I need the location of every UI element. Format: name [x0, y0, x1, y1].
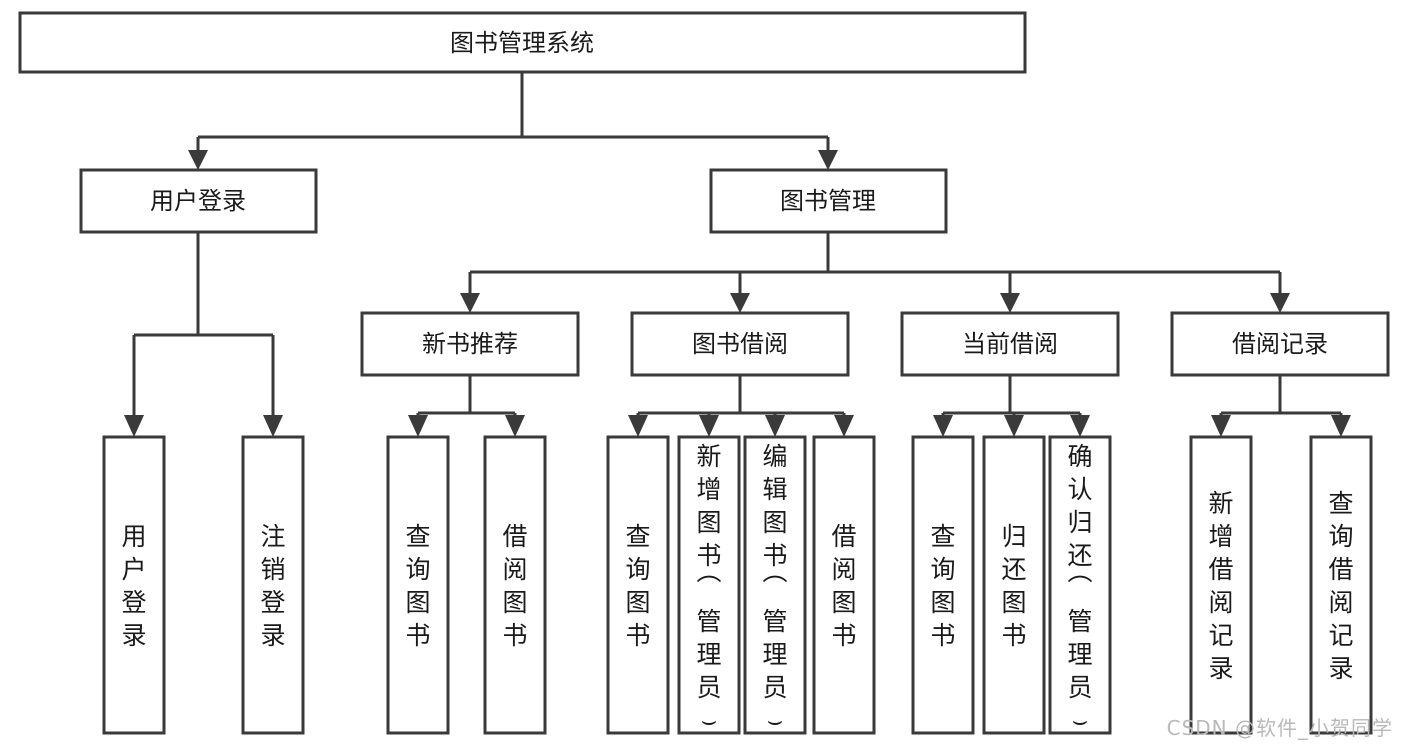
leaf-label: 查询借阅记录 [1328, 489, 1353, 683]
arrowhead-br-c2 [1331, 415, 1351, 437]
user-login-box[interactable] [79, 168, 318, 234]
leaf-node[interactable]: 归还图书 [982, 435, 1046, 735]
root-label: 图书管理系统 [450, 29, 594, 57]
arrowhead-bb-c1 [628, 415, 648, 437]
arrowhead-bb-c2 [699, 415, 719, 437]
leaf-node[interactable]: 查询图书 [386, 435, 450, 735]
arrowhead-leaf-user-login [124, 415, 144, 437]
leaf-box[interactable] [812, 435, 876, 735]
current-borrow-label: 当前借阅 [962, 330, 1058, 358]
arrowhead-cb-c3 [1070, 415, 1090, 437]
borrow-record-box[interactable] [1170, 311, 1390, 377]
leaf-box[interactable] [483, 435, 547, 735]
node-book-management[interactable]: 图书管理 [709, 168, 948, 234]
arrowhead-current-borrow [1000, 293, 1020, 313]
node-new-book-recommend[interactable]: 新书推荐 [360, 311, 580, 377]
leaf-node[interactable]: 借阅图书 [483, 435, 547, 735]
leaf-box[interactable] [982, 435, 1046, 735]
leaf-label: 查询图书 [930, 522, 955, 650]
leaf-label: 确认归还⌒管理员⌣ [1067, 442, 1092, 735]
arrowhead-nb-c2 [505, 415, 525, 437]
leaf-label: 查询图书 [405, 522, 430, 650]
leaf-node[interactable]: 新增借阅记录 [1189, 435, 1253, 735]
book-borrow-label: 图书借阅 [692, 330, 788, 358]
leaf-box[interactable] [606, 435, 670, 735]
node-user-login[interactable]: 用户登录 [79, 168, 318, 234]
user-login-label: 用户登录 [150, 187, 246, 215]
book-borrow-box[interactable] [630, 311, 850, 377]
leaf-node[interactable]: 确认归还⌒管理员⌣ [1048, 435, 1112, 735]
leaf-box[interactable] [102, 435, 166, 735]
edge-group-root [188, 72, 838, 170]
leaf-box[interactable] [386, 435, 450, 735]
arrowhead-user-login [188, 150, 208, 170]
arrowhead-br-c1 [1211, 415, 1231, 437]
leaf-box[interactable] [1309, 435, 1373, 735]
arrowhead-cb-c2 [1004, 415, 1024, 437]
leaf-box[interactable] [241, 435, 305, 735]
root-box[interactable] [18, 11, 1027, 74]
leaf-label: 注销登录 [260, 522, 285, 650]
leaf-box[interactable] [911, 435, 975, 735]
leaf-node[interactable]: 查询图书 [606, 435, 670, 735]
leaf-node[interactable]: 用户登录 [102, 435, 166, 735]
leaf-box[interactable] [677, 435, 741, 735]
arrowhead-borrow-book [730, 293, 750, 313]
leaf-box[interactable] [743, 435, 807, 735]
leaf-box[interactable] [1189, 435, 1253, 735]
book-management-label: 图书管理 [780, 187, 876, 215]
node-book-borrow[interactable]: 图书借阅 [630, 311, 850, 377]
leaf-node[interactable]: 查询图书 [911, 435, 975, 735]
leaf-label: 编辑图书⌒管理员⌣ [762, 442, 787, 735]
current-borrow-box[interactable] [900, 311, 1120, 377]
edge-group-current-borrow-children [933, 375, 1090, 437]
book-management-box[interactable] [709, 168, 948, 234]
new-book-recommend-box[interactable] [360, 311, 580, 377]
edge-group-new-book-children [408, 375, 525, 437]
arrowhead-bb-c4 [834, 415, 854, 437]
new-book-recommend-label: 新书推荐 [422, 330, 518, 358]
leaf-label: 新增图书⌒管理员⌣ [696, 442, 721, 735]
arrowhead-cb-c1 [933, 415, 953, 437]
edge-group-book-mgmt [460, 232, 1290, 313]
leaf-node[interactable]: 查询借阅记录 [1309, 435, 1373, 735]
edge-group-borrow-book-children [628, 375, 854, 437]
leaf-label: 借阅图书 [831, 522, 856, 650]
arrowhead-leaf-logout [263, 415, 283, 437]
borrow-record-label: 借阅记录 [1232, 330, 1328, 358]
leaf-node[interactable]: 新增图书⌒管理员⌣ [677, 435, 741, 735]
leaf-label: 新增借阅记录 [1208, 489, 1233, 683]
leaf-label: 归还图书 [1001, 522, 1026, 650]
edge-group-borrow-record-children [1211, 375, 1351, 437]
leaf-label: 用户登录 [121, 522, 146, 650]
arrowhead-new-book [460, 293, 480, 313]
node-borrow-record[interactable]: 借阅记录 [1170, 311, 1390, 377]
leaf-node[interactable]: 注销登录 [241, 435, 305, 735]
edge-group-user-login [124, 232, 283, 437]
leaf-node[interactable]: 编辑图书⌒管理员⌣ [743, 435, 807, 735]
node-current-borrow[interactable]: 当前借阅 [900, 311, 1120, 377]
leaf-label: 借阅图书 [502, 522, 527, 650]
arrowhead-book-mgmt [818, 150, 838, 170]
leaf-node-layer: 用户登录 注销登录 查询图书 借阅图书 查询图书 新增图书⌒管理员⌣ 编辑图书⌒管理员⌣ 借阅… [102, 435, 1373, 735]
leaf-node[interactable]: 借阅图书 [812, 435, 876, 735]
arrowhead-borrow-record [1270, 293, 1290, 313]
leaf-label: 查询图书 [625, 522, 650, 650]
node-root[interactable]: 图书管理系统 [18, 11, 1027, 74]
leaf-box[interactable] [1048, 435, 1112, 735]
arrowhead-nb-c1 [408, 415, 428, 437]
arrowhead-bb-c3 [765, 415, 785, 437]
